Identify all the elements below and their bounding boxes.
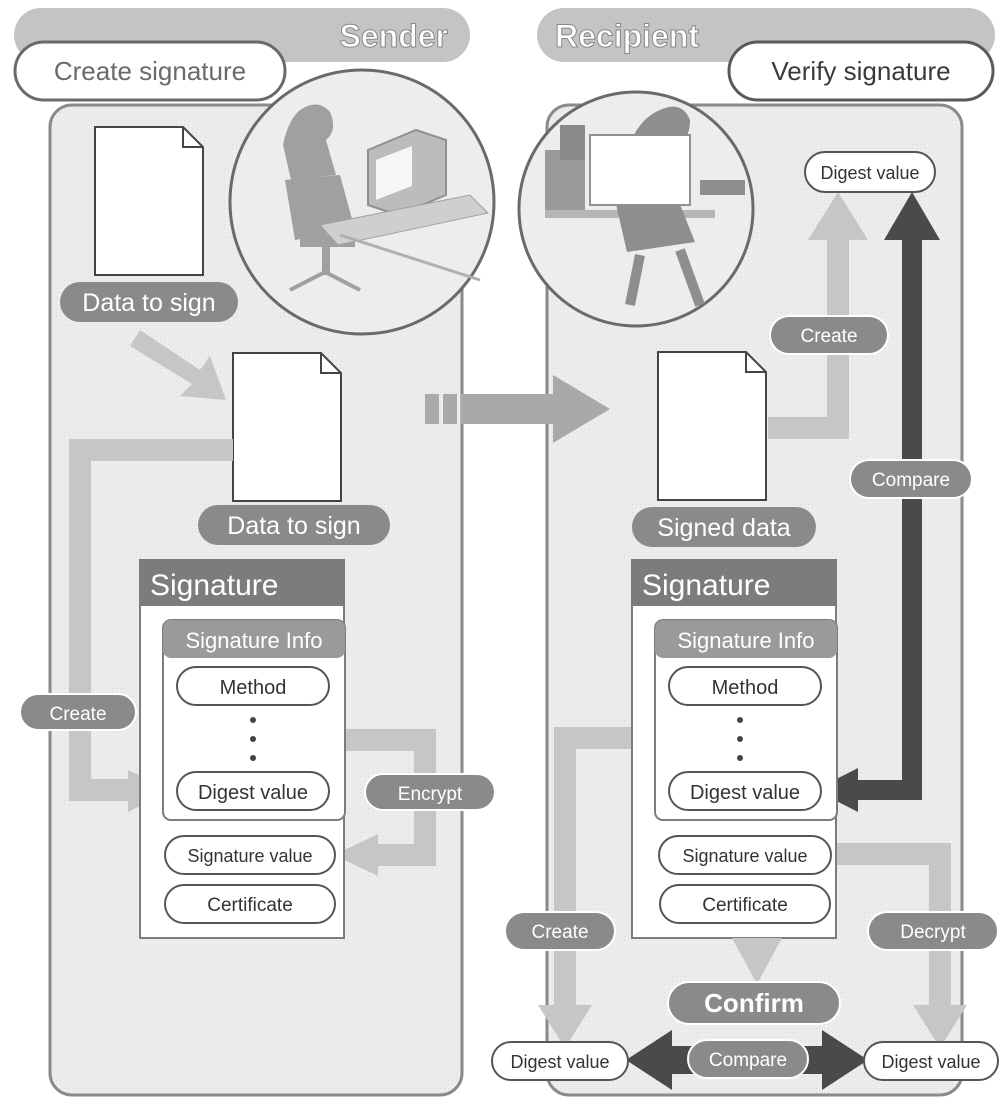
- recipient-signature-info-title: Signature Info: [678, 628, 815, 653]
- decrypt-arrowhead: [913, 1005, 967, 1048]
- recipient-create-top-pill: [769, 315, 889, 355]
- sender-signature-title: Signature: [150, 569, 278, 602]
- signed-data-label: Signed data: [657, 514, 791, 542]
- sender-title: Sender: [340, 18, 448, 54]
- document-icon: [94, 126, 204, 276]
- recipient-create-bottom-label: Create: [531, 922, 588, 943]
- sender-subtitle-pill: [13, 40, 287, 102]
- decrypt-label: Decrypt: [900, 922, 966, 943]
- encrypt-arrowhead: [334, 834, 378, 876]
- recipient-subtitle-pill: [727, 40, 995, 102]
- data-to-sign-doc-label: Data to sign: [227, 512, 360, 540]
- recipient-digest-left-pill: [491, 1041, 629, 1081]
- recipient-compare-arrow: [855, 240, 922, 800]
- recipient-title: Recipient: [555, 18, 699, 54]
- person-at-computer-icon: [517, 90, 755, 328]
- sender-create-pill: [19, 693, 137, 731]
- recipient-digest-right-pill: [863, 1041, 999, 1081]
- recipient-create-bottom-arrowhead: [538, 1005, 592, 1048]
- bottom-compare-arrowhead-left: [626, 1030, 672, 1090]
- transfer-arrow-icon: [425, 375, 610, 443]
- recipient-create-top-arrowhead: [808, 192, 868, 240]
- signed-data-pill: [632, 507, 816, 547]
- document-icon: [232, 352, 342, 502]
- decrypt-arrow: [830, 843, 951, 1010]
- sender-certificate: Certificate: [207, 895, 293, 916]
- recipient-create-top-arrow: [768, 235, 849, 439]
- data-to-sign-top-label: Data to sign: [82, 289, 215, 317]
- recipient-compare-arrowhead-up: [884, 192, 940, 240]
- sender-signature-block: Signature Signature Info Method ⋮ Digest…: [139, 559, 346, 939]
- confirm-pill: [667, 981, 841, 1025]
- bottom-compare-label: Compare: [709, 1050, 787, 1071]
- recipient-digest-right-label: Digest value: [881, 1052, 980, 1072]
- sender-create-label: Create: [49, 704, 106, 725]
- sender-signature-value: Signature value: [187, 846, 312, 866]
- sender-digest-value: Digest value: [198, 782, 308, 804]
- data-to-sign-top-pill: [60, 282, 238, 322]
- confirm-label: Confirm: [704, 988, 804, 1018]
- encrypt-label: Encrypt: [398, 784, 463, 805]
- sender-method-label: Method: [220, 677, 287, 699]
- data-to-sign-doc-pill: [198, 505, 390, 545]
- confirm-arrow: [732, 938, 782, 984]
- recipient-compare-right-label: Compare: [872, 470, 950, 491]
- sender-signature-info-title: Signature Info: [186, 628, 323, 653]
- sender-create-arrow: [69, 439, 233, 801]
- bottom-compare-arrowhead-right: [822, 1030, 868, 1090]
- recipient-signature-value: Signature value: [682, 846, 807, 866]
- encrypt-pill: [364, 773, 496, 811]
- recipient-method-label: Method: [712, 677, 779, 699]
- person-at-computer-icon: [228, 68, 496, 336]
- recipient-compare-right-pill: [849, 459, 973, 499]
- sign-flow-arrow: [130, 330, 226, 400]
- recipient-digest-value: Digest value: [690, 782, 800, 804]
- recipient-certificate: Certificate: [702, 895, 788, 916]
- recipient-subtitle: Verify signature: [771, 56, 950, 86]
- recipient-create-top-label: Create: [800, 326, 857, 347]
- decrypt-pill: [867, 911, 999, 951]
- sender-subtitle: Create signature: [54, 56, 246, 86]
- document-icon: [657, 351, 767, 501]
- recipient-create-bottom-pill: [504, 911, 616, 951]
- recipient-digest-top-pill: [804, 151, 936, 193]
- recipient-digest-top-label: Digest value: [820, 163, 919, 183]
- recipient-digest-left-label: Digest value: [510, 1052, 609, 1072]
- bottom-compare-pill: [687, 1039, 809, 1079]
- recipient-signature-title: Signature: [642, 569, 770, 602]
